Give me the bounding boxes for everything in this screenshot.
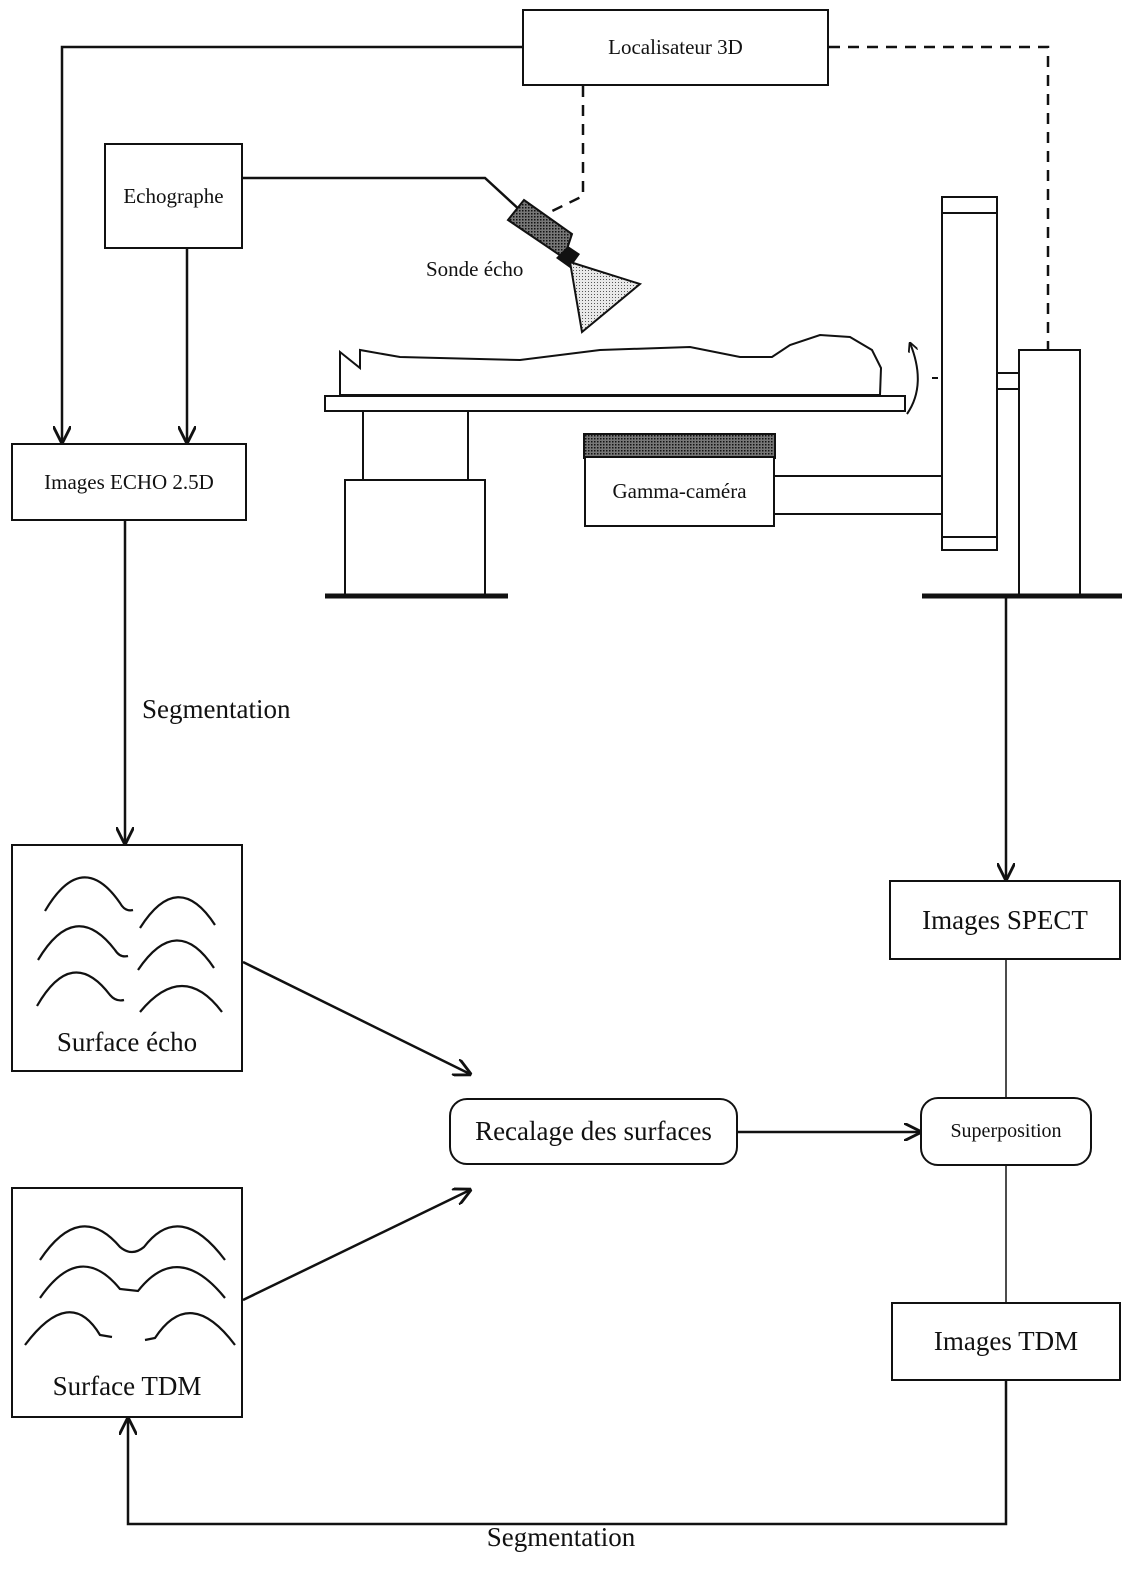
localisateur-label: Localisateur 3D bbox=[608, 35, 743, 59]
link-localisateur-gantry-dashed bbox=[829, 45, 1050, 350]
recalage-label: Recalage des surfaces bbox=[475, 1116, 712, 1146]
segmentation-bottom-label: Segmentation bbox=[486, 1522, 636, 1552]
link-localisateur-to-images-echo bbox=[62, 45, 522, 442]
probe-cable bbox=[243, 176, 523, 213]
surface-tdm-box[interactable]: Surface TDM bbox=[11, 1187, 243, 1418]
gamma-camera-box[interactable]: Gamma-caméra bbox=[584, 456, 775, 527]
patient-body bbox=[339, 333, 883, 396]
ultrasound-probe-icon bbox=[506, 198, 643, 334]
tdm-surface-curves bbox=[24, 1225, 236, 1346]
gamma-camera-label: Gamma-caméra bbox=[612, 479, 747, 503]
link-surface-tdm-to-recalage bbox=[242, 1190, 470, 1302]
superposition-box[interactable]: Superposition bbox=[920, 1097, 1092, 1166]
link-images-tdm-to-surface-tdm bbox=[128, 1381, 1008, 1526]
images-spect-box[interactable]: Images SPECT bbox=[889, 880, 1121, 960]
superposition-label: Superposition bbox=[950, 1120, 1062, 1142]
link-localisateur-probe-dashed bbox=[545, 86, 585, 216]
images-tdm-box[interactable]: Images TDM bbox=[891, 1302, 1121, 1381]
echographe-box[interactable]: Echographe bbox=[104, 143, 243, 249]
gantry-ring bbox=[941, 196, 998, 551]
surface-echo-box[interactable]: Surface écho bbox=[11, 844, 243, 1072]
echo-surface-curves bbox=[36, 876, 223, 1013]
gantry-stand bbox=[1018, 349, 1081, 597]
link-surface-echo-to-recalage bbox=[242, 960, 470, 1074]
rotation-arrow-icon bbox=[906, 343, 919, 415]
surface-tdm-label: Surface TDM bbox=[52, 1371, 202, 1401]
images-echo-box[interactable]: Images ECHO 2.5D bbox=[11, 443, 247, 521]
recalage-box[interactable]: Recalage des surfaces bbox=[449, 1098, 738, 1165]
table-base bbox=[344, 479, 486, 597]
segmentation-left-label: Segmentation bbox=[142, 694, 291, 724]
echographe-label: Echographe bbox=[123, 183, 224, 208]
images-tdm-label: Images TDM bbox=[933, 1326, 1079, 1356]
localisateur-box[interactable]: Localisateur 3D bbox=[522, 9, 829, 86]
images-echo-label: Images ECHO 2.5D bbox=[44, 469, 214, 494]
patient-table bbox=[324, 395, 906, 412]
images-spect-label: Images SPECT bbox=[922, 904, 1088, 935]
surface-echo-label: Surface écho bbox=[56, 1027, 198, 1057]
sonde-echo-label: Sonde écho bbox=[426, 257, 524, 281]
gamma-detector-strip bbox=[583, 433, 776, 459]
